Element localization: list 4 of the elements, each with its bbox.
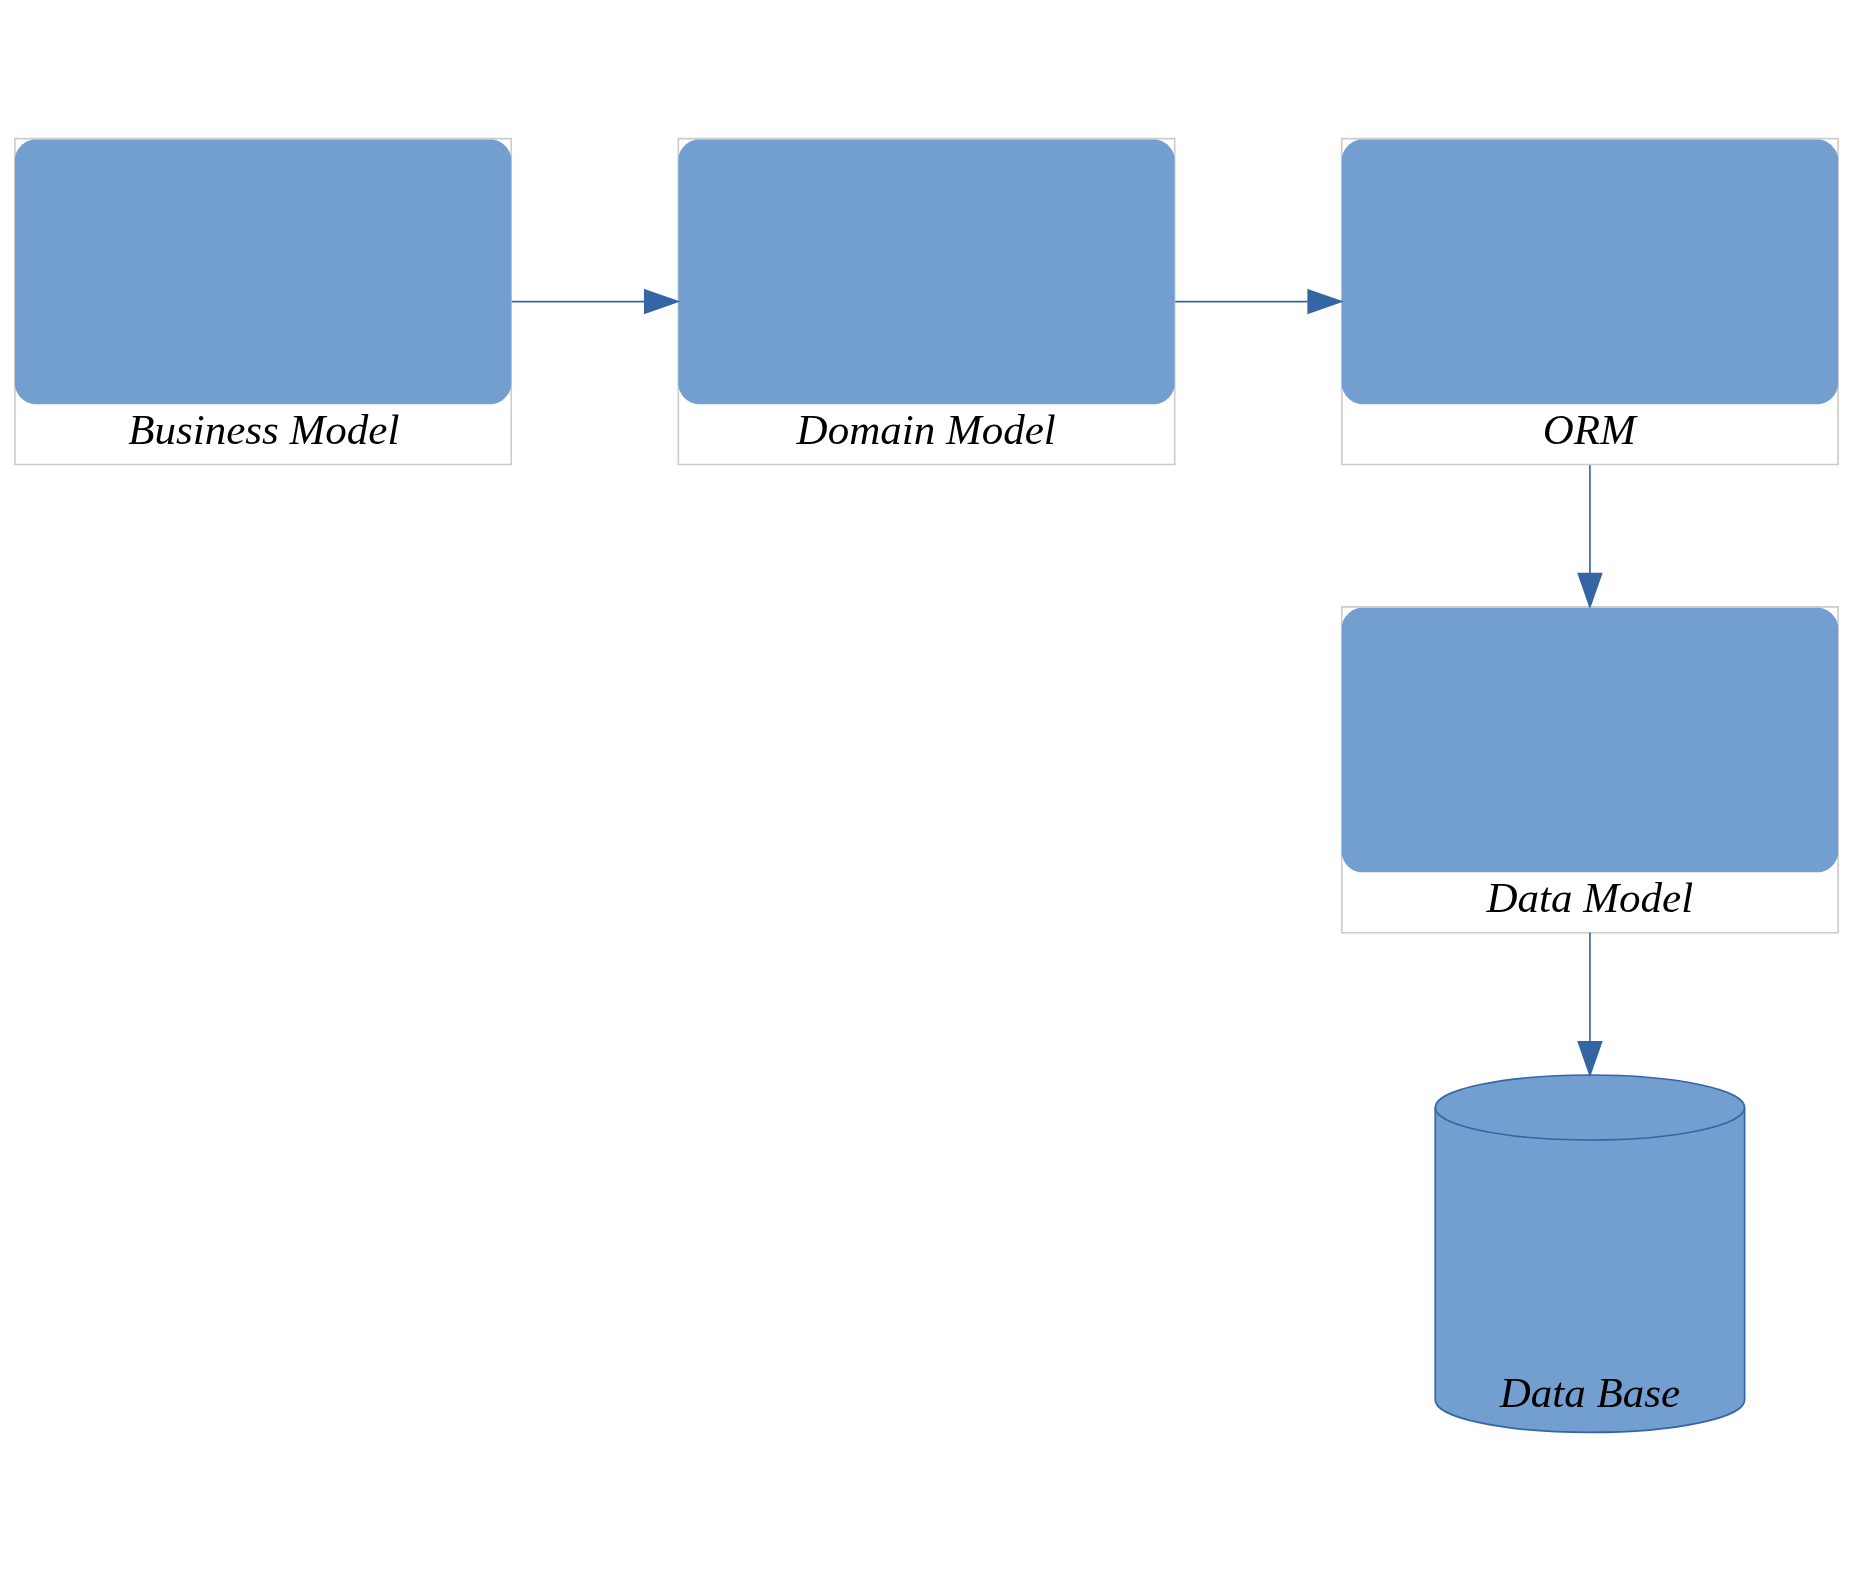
arrow [511, 288, 681, 315]
arrow [1577, 932, 1603, 1078]
arrow [1174, 288, 1344, 315]
arrow [1577, 464, 1603, 610]
